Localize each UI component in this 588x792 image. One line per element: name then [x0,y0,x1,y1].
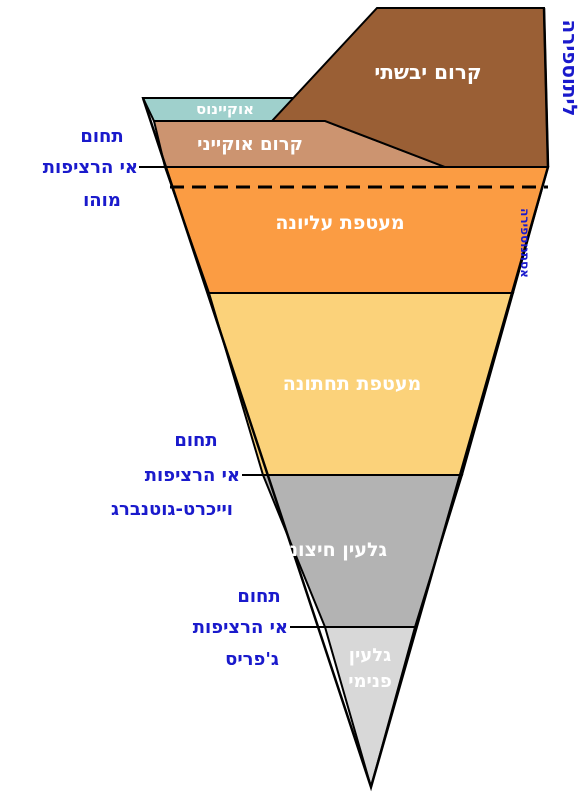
gutenberg-label-line1: תחום [174,430,217,451]
asthenosphere-label: אסתנוספירה [518,208,532,278]
moho-label-line1: תחום [80,126,123,147]
lehmann-label-line3: ג'פריס [225,649,279,670]
moho-label-line3: מוהו [83,190,121,211]
inner-core-label-line1: גלעין [349,645,391,666]
continental-crust-label: קרום יבשתי [374,60,481,84]
outer-core-label: גלעין חיצוני [284,539,387,561]
lehmann-label-line1: תחום [237,586,280,607]
inner-core-label-line2: פנימי [348,671,392,692]
oceanic-crust-label: קרום אוקייני [197,134,303,155]
moho-label-line2: אי הרציפות [43,157,138,178]
lower-mantle-label: מעטפת תחתונה [283,373,422,395]
upper-mantle-label: מעטפת עליונה [275,212,404,234]
gutenberg-label-line3: וייכרט-גוטנברג [111,499,233,520]
lehmann-label-line2: אי הרציפות [193,617,288,638]
ocean-label: אוקיינוס [196,100,254,118]
lithosphere-label: ליתוספירה [558,20,582,117]
gutenberg-label-line2: אי הרציפות [145,465,240,486]
